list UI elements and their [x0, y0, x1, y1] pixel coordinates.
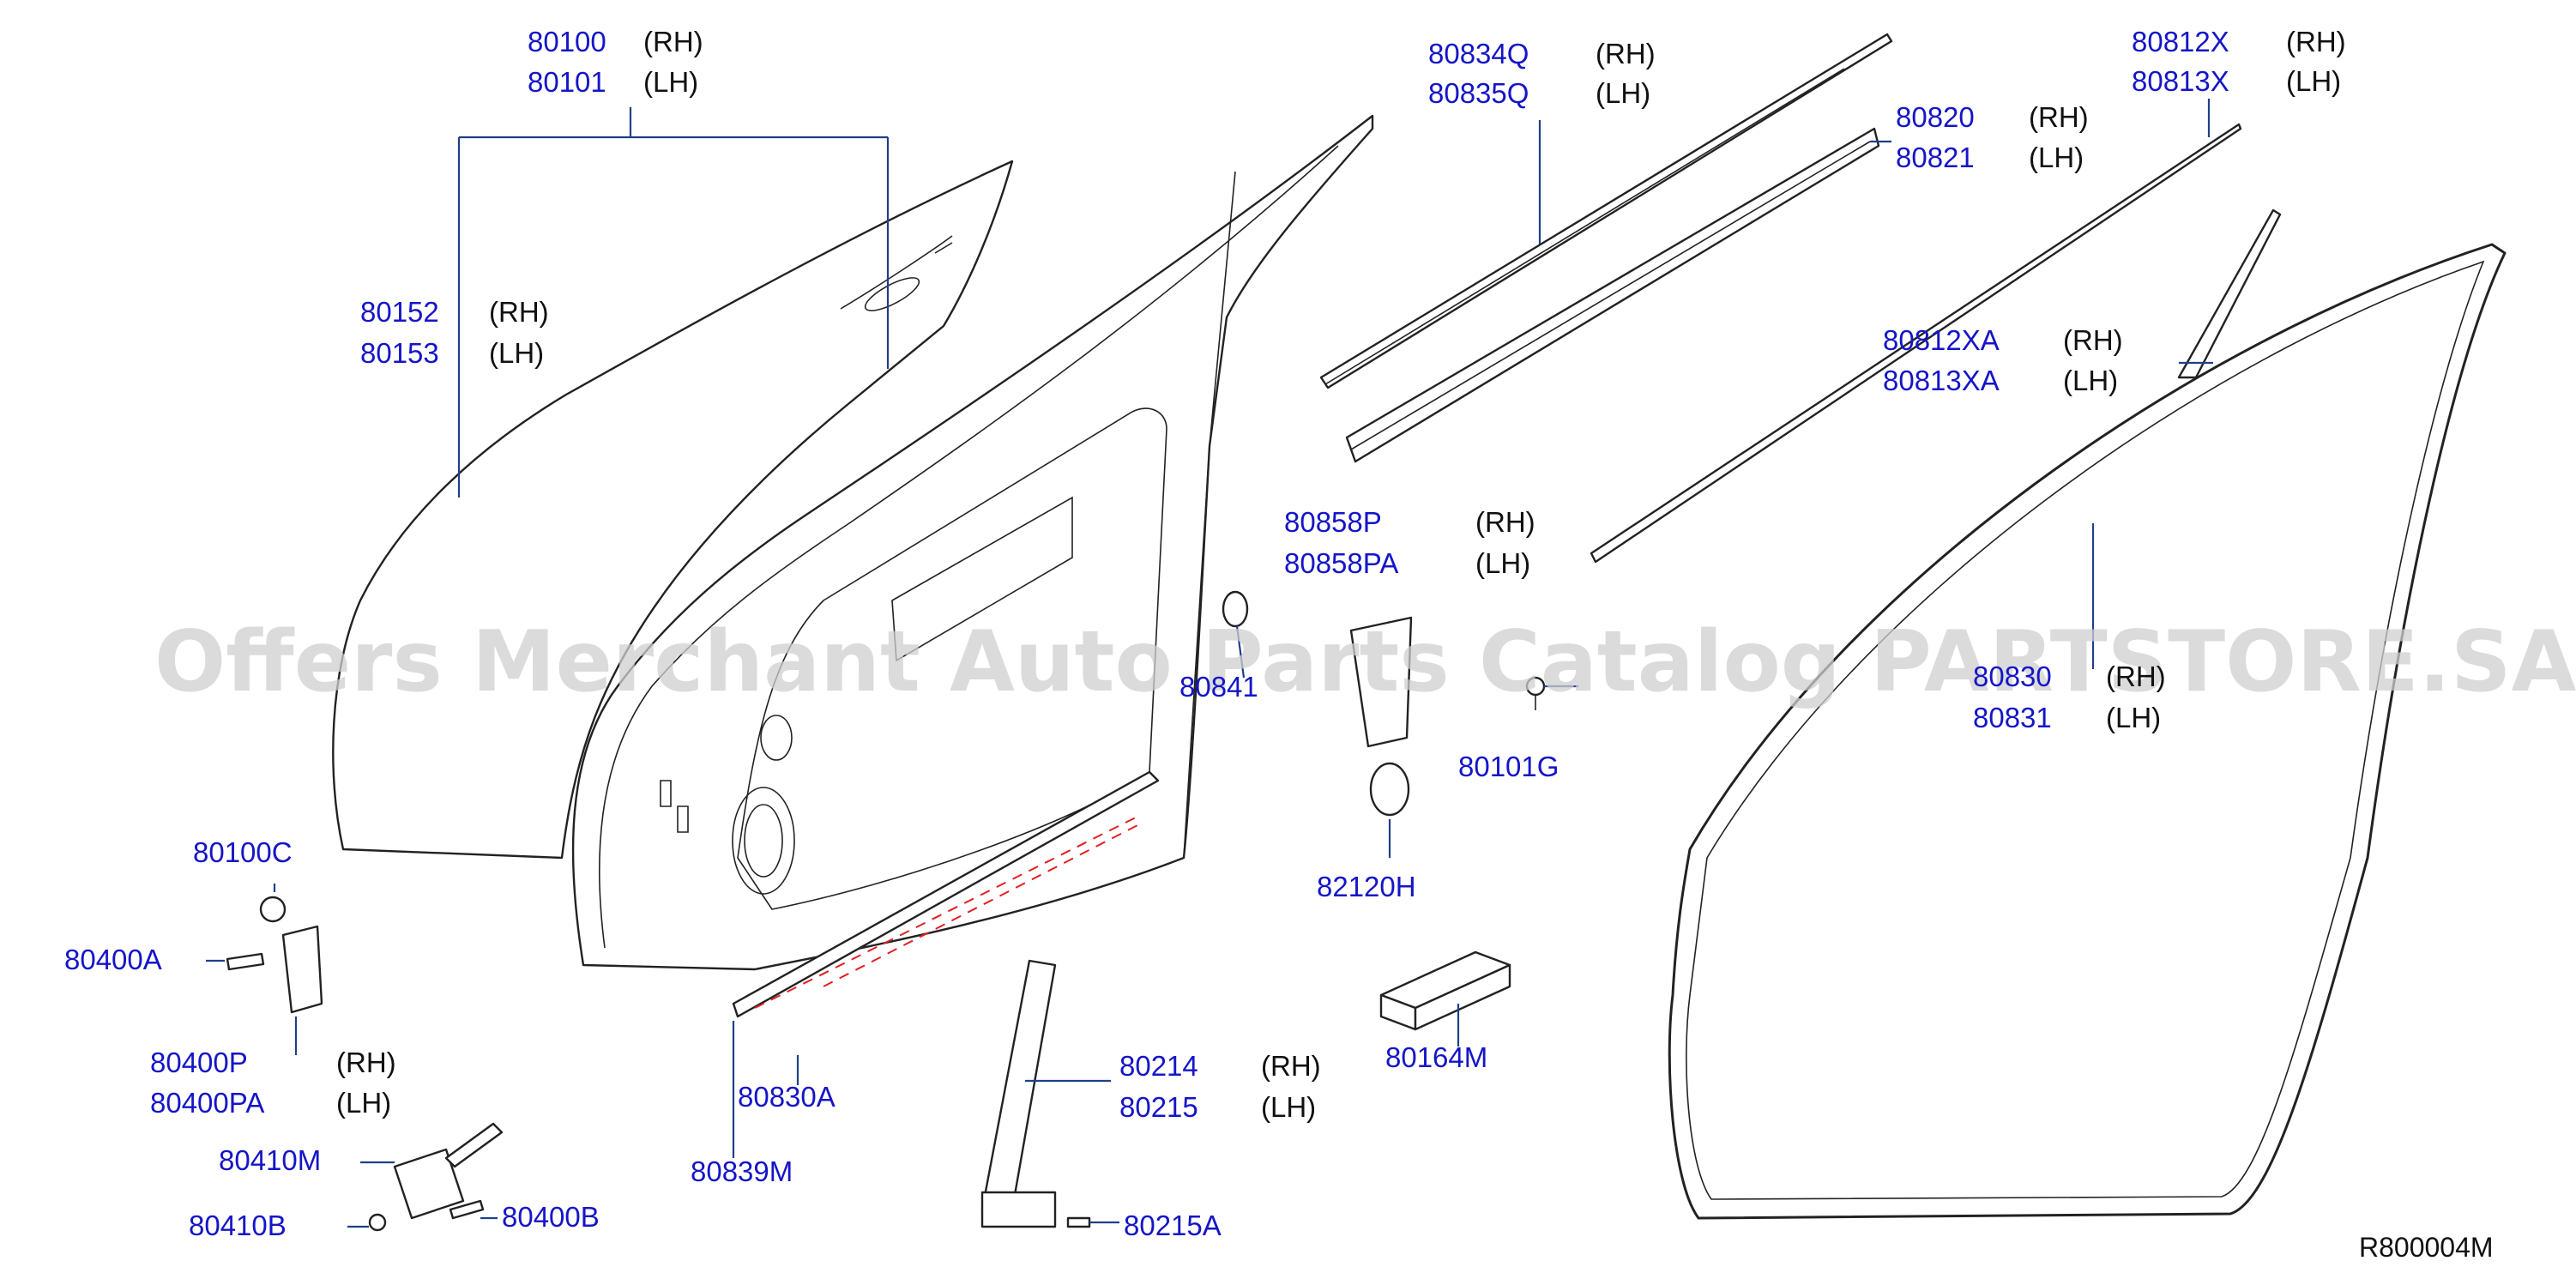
side-label-80214: (RH): [1261, 1050, 1321, 1082]
seal-82120h[interactable]: [1369, 762, 1410, 817]
part-number-80841[interactable]: 80841: [1179, 671, 1258, 703]
part-number-80152[interactable]: 80152: [360, 296, 439, 328]
door-check-80410m[interactable]: [368, 1122, 504, 1232]
part-number-80410m[interactable]: 80410M: [219, 1144, 321, 1176]
part-number-80812x[interactable]: 80812X: [2132, 26, 2229, 57]
side-label-80812x: (RH): [2286, 26, 2346, 57]
side-label-80858p: (RH): [1475, 506, 1535, 538]
side-label-80152: (RH): [489, 296, 549, 328]
outer-window-weatherstrip[interactable]: [1319, 33, 1893, 389]
block-80164m[interactable]: [1379, 950, 1511, 1031]
side-label-80820: (RH): [2029, 101, 2089, 133]
part-number-80813x[interactable]: 80813X: [2132, 65, 2229, 97]
part-number-80101[interactable]: 80101: [528, 66, 606, 98]
part-number-80830[interactable]: 80830: [1973, 661, 2052, 692]
side-label-80858pa: (LH): [1475, 547, 1530, 579]
part-number-80100[interactable]: 80100: [528, 26, 606, 57]
part-number-80835q[interactable]: 80835Q: [1428, 77, 1529, 109]
side-label-80821: (LH): [2029, 142, 2084, 173]
part-number-80101g[interactable]: 80101G: [1458, 751, 1559, 782]
door-outer-panel[interactable]: [332, 160, 1014, 860]
part-number-80830a[interactable]: 80830A: [738, 1081, 836, 1113]
window-frame-moulding[interactable]: [1590, 123, 2282, 564]
hinge-80400[interactable]: [226, 896, 323, 1014]
sash-80214[interactable]: [980, 959, 1057, 1228]
door-weatherstrip[interactable]: [1668, 243, 2507, 1220]
part-number-80858pa[interactable]: 80858PA: [1284, 547, 1398, 579]
part-number-80834q[interactable]: 80834Q: [1428, 38, 1529, 69]
part-number-80812xa[interactable]: 80812XA: [1883, 324, 2000, 356]
inner-window-weatherstrip[interactable]: [1345, 127, 1880, 463]
watermark-text: Offers Merchant Auto Parts Catalog PARTS…: [154, 613, 2576, 711]
door-inner-frame[interactable]: [571, 114, 1374, 971]
part-number-80400a[interactable]: 80400A: [64, 944, 162, 975]
part-number-82120h[interactable]: 82120H: [1317, 871, 1416, 902]
part-number-80858p[interactable]: 80858P: [1284, 506, 1382, 538]
side-label-80834q: (RH): [1596, 38, 1656, 69]
leader-lines: [206, 99, 2213, 1228]
bolt-80215a[interactable]: [1066, 1216, 1091, 1228]
part-labels: 80100 (RH) 80101 (LH) 80152 (RH) 80153 (…: [64, 26, 2494, 1263]
part-number-80153[interactable]: 80153: [360, 337, 439, 369]
side-label-80835q: (LH): [1596, 77, 1650, 109]
side-label-80100: (RH): [643, 26, 703, 57]
side-label-80101: (LH): [643, 66, 698, 98]
part-number-80400pa[interactable]: 80400PA: [150, 1087, 264, 1119]
part-number-80820[interactable]: 80820: [1896, 101, 1975, 133]
part-number-80400b[interactable]: 80400B: [502, 1201, 600, 1233]
part-number-80839m[interactable]: 80839M: [691, 1155, 793, 1187]
part-number-80831[interactable]: 80831: [1973, 702, 2052, 733]
side-label-80830: (RH): [2106, 661, 2166, 692]
part-number-80100c[interactable]: 80100C: [193, 836, 293, 868]
part-number-80821[interactable]: 80821: [1896, 142, 1975, 173]
clip-80841[interactable]: [1222, 590, 1249, 628]
part-number-80215[interactable]: 80215: [1119, 1091, 1198, 1123]
corner-cover[interactable]: [1349, 616, 1413, 748]
part-number-80164m[interactable]: 80164M: [1385, 1041, 1487, 1073]
side-label-80812xa: (RH): [2063, 324, 2123, 356]
sill-moulding[interactable]: [732, 770, 1160, 1018]
part-number-80813xa[interactable]: 80813XA: [1883, 365, 2000, 396]
part-number-80215a[interactable]: 80215A: [1124, 1210, 1222, 1241]
side-label-80400pa: (LH): [336, 1087, 391, 1119]
part-number-80400p[interactable]: 80400P: [150, 1047, 248, 1078]
part-number-80410b[interactable]: 80410B: [189, 1210, 287, 1241]
side-label-80813x: (LH): [2286, 65, 2341, 97]
side-label-80400p: (RH): [336, 1047, 396, 1078]
part-number-80214[interactable]: 80214: [1119, 1050, 1198, 1082]
side-label-80813xa: (LH): [2063, 365, 2118, 396]
diagram-code: R800004M: [2359, 1232, 2494, 1263]
side-label-80215: (LH): [1261, 1091, 1316, 1123]
side-label-80831: (LH): [2106, 702, 2161, 733]
side-label-80153: (LH): [489, 337, 544, 369]
